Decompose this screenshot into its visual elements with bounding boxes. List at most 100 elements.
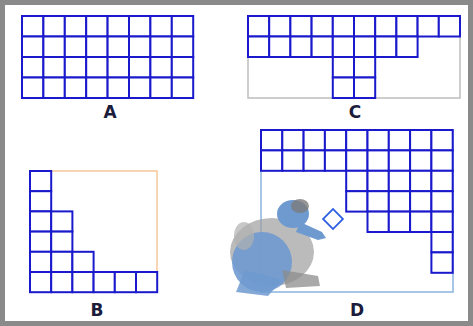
grid-cell (129, 78, 150, 99)
shape-letter: B (91, 302, 104, 319)
grid-cell (389, 130, 410, 150)
grid-cell (396, 16, 417, 37)
grid-cell (86, 78, 107, 99)
grid-cell (129, 57, 150, 78)
grid-cell (269, 37, 290, 58)
grid-cell (51, 272, 72, 292)
grid-cell (368, 212, 389, 232)
grid-cell (410, 130, 431, 150)
grid-cell (410, 150, 431, 170)
grid-cell (354, 16, 375, 37)
grid-cell (269, 16, 290, 37)
grid-cell (65, 57, 86, 78)
grid-cell (431, 150, 452, 170)
grid-cell (333, 16, 354, 37)
grid-cell (346, 191, 367, 211)
grid-cell (30, 272, 51, 292)
shape-letter: C (349, 104, 361, 121)
grid-cell (375, 16, 396, 37)
grid-cell (150, 16, 171, 37)
grid-cell (51, 252, 72, 272)
grid-cell (354, 78, 375, 99)
grid-cell (43, 37, 64, 58)
grid-cell (115, 272, 136, 292)
grid-cell (312, 16, 333, 37)
grid-cell (282, 150, 303, 170)
grid-cell (108, 57, 129, 78)
grid-cell (261, 130, 282, 150)
grid-cell (51, 211, 72, 231)
grid-cell (396, 37, 417, 58)
grid-cell (368, 130, 389, 150)
grid-cell (431, 252, 452, 272)
frame (3, 3, 471, 324)
grid-cell (410, 171, 431, 191)
grid-cell (136, 272, 157, 292)
grid-cell (333, 78, 354, 99)
kneeling-figure (230, 199, 326, 296)
grid-cell (248, 37, 269, 58)
grid-cell (108, 16, 129, 37)
grid-cell (261, 150, 282, 170)
grid-cell (129, 37, 150, 58)
grid-cell (65, 78, 86, 99)
grid-cell (22, 16, 43, 37)
grid-cell (368, 191, 389, 211)
grid-cell (389, 171, 410, 191)
grid-cell (94, 272, 115, 292)
grid-cell (410, 191, 431, 211)
grid-cell (30, 211, 51, 231)
grid-cell (304, 130, 325, 150)
grid-cell (368, 150, 389, 170)
grid-cell (389, 212, 410, 232)
grid-cell (86, 37, 107, 58)
grid-cell (30, 232, 51, 252)
grid-cell (65, 16, 86, 37)
grid-cell (86, 57, 107, 78)
grid-cell (172, 78, 193, 99)
grid-cell (346, 171, 367, 191)
grid-cell (51, 232, 72, 252)
grid-shapes (22, 16, 460, 292)
grid-cell (108, 78, 129, 99)
grid-cell (72, 272, 93, 292)
grid-cell (410, 212, 431, 232)
grid-cell (22, 57, 43, 78)
grid-cell (248, 16, 269, 37)
grid-cell (22, 78, 43, 99)
grid-cell (431, 232, 452, 252)
grid-cell (304, 150, 325, 170)
grid-cell (346, 150, 367, 170)
grid-cell (333, 57, 354, 78)
grid-cell (325, 150, 346, 170)
grid-cell (333, 37, 354, 58)
grid-cell (389, 191, 410, 211)
grid-cell (30, 252, 51, 272)
grid-cell (43, 16, 64, 37)
diamond-tile (323, 209, 343, 229)
grid-cell (312, 37, 333, 58)
grid-cell (368, 171, 389, 191)
grid-cell (354, 57, 375, 78)
grid-cell (72, 252, 93, 272)
outline-rect (248, 16, 460, 98)
grid-cell (172, 37, 193, 58)
grid-cell (150, 78, 171, 99)
grid-cell (30, 171, 51, 191)
grid-cell (22, 37, 43, 58)
grid-cell (431, 130, 452, 150)
grid-cell (418, 16, 439, 37)
grid-cell (108, 37, 129, 58)
grid-cell (86, 16, 107, 37)
shape-letter: D (350, 302, 364, 319)
grid-cell (150, 57, 171, 78)
grid-cell (129, 16, 150, 37)
grid-cell (389, 150, 410, 170)
grid-cell (290, 37, 311, 58)
grid-cell (43, 78, 64, 99)
grid-cell (431, 212, 452, 232)
grid-cell (150, 37, 171, 58)
grid-cell (354, 37, 375, 58)
grid-cell (30, 191, 51, 211)
